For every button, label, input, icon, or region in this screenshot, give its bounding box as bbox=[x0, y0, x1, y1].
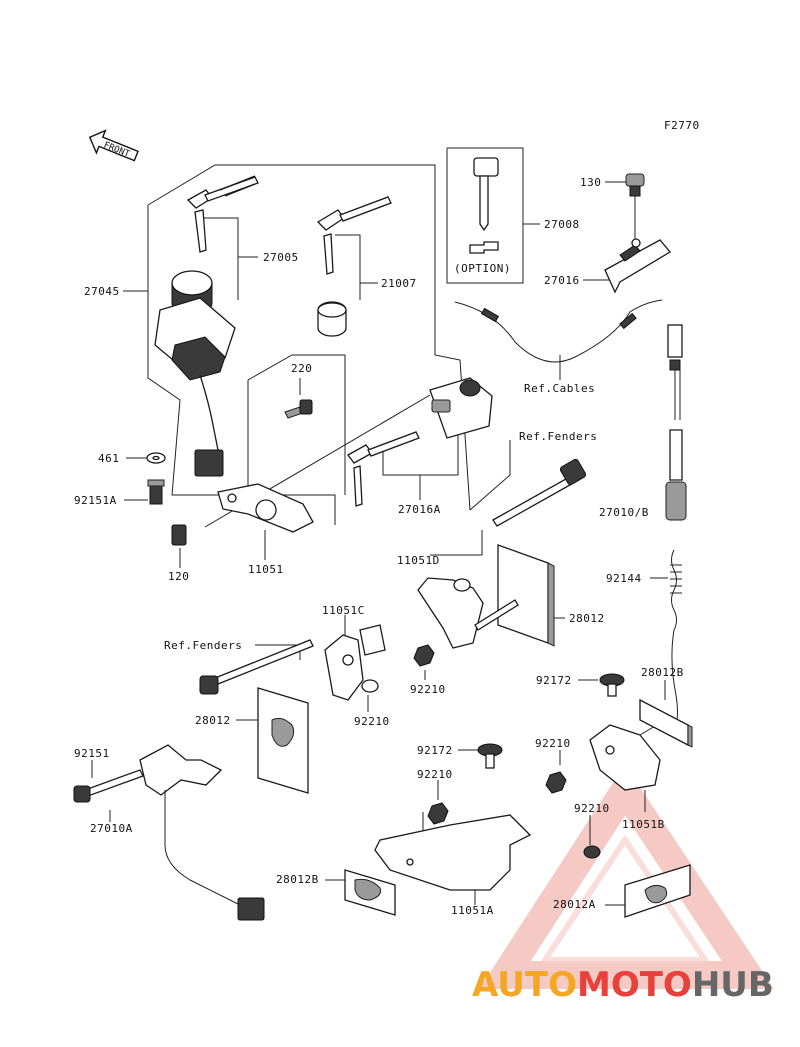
nut-92210-mid-icon bbox=[413, 644, 435, 667]
label-11051d: 11051D bbox=[397, 554, 440, 567]
pad-28012-right-icon bbox=[497, 544, 555, 647]
option-symbol-icon bbox=[469, 241, 499, 254]
long-bolt-left-icon bbox=[199, 639, 314, 695]
label-92144: 92144 bbox=[606, 572, 642, 585]
watermark-text: AUTOMOTOHUB bbox=[472, 965, 774, 1005]
label-11051b: 11051B bbox=[622, 818, 665, 831]
label-28012-right: 28012 bbox=[569, 612, 605, 625]
label-ref-fenders-left: Ref.Fenders bbox=[164, 639, 242, 652]
label-130: 130 bbox=[580, 176, 601, 189]
bracket-11051b-icon bbox=[589, 724, 661, 791]
bolt-220-icon bbox=[284, 399, 313, 419]
bracket-11051d-icon bbox=[417, 577, 484, 649]
washer-92210-left-icon bbox=[361, 679, 379, 693]
label-92210-lowright: 92210 bbox=[574, 802, 610, 815]
pad-28012-left-icon bbox=[257, 687, 309, 794]
label-92151: 92151 bbox=[74, 747, 110, 760]
key-21007-icon bbox=[316, 196, 392, 275]
cable-icon bbox=[454, 299, 663, 363]
pad-28012b-left-icon bbox=[344, 869, 396, 916]
label-ref-cables: Ref.Cables bbox=[524, 382, 595, 395]
label-28012b-right: 28012B bbox=[641, 666, 684, 679]
label-92172-mid: 92172 bbox=[417, 744, 453, 757]
pad-28012a-icon bbox=[624, 864, 691, 918]
label-92210-right: 92210 bbox=[535, 737, 571, 750]
ignition-switch-icon bbox=[154, 270, 236, 477]
bracket-11051a-icon bbox=[374, 814, 532, 891]
stud-icon bbox=[474, 599, 519, 631]
leader-lines bbox=[91, 147, 679, 906]
screw-92172-right-icon bbox=[599, 673, 625, 697]
label-92210-low: 92210 bbox=[417, 768, 453, 781]
label-11051a: 11051A bbox=[451, 904, 494, 917]
spring-92144-icon bbox=[670, 549, 682, 726]
label-27016a: 27016A bbox=[398, 503, 441, 516]
label-461: 461 bbox=[98, 452, 119, 465]
label-92172-right: 92172 bbox=[536, 674, 572, 687]
key-27016a-icon bbox=[347, 431, 420, 507]
key-27008-icon bbox=[473, 157, 499, 232]
bolt-92151-icon bbox=[73, 769, 144, 803]
bracket-11051c-icon bbox=[324, 624, 386, 701]
switch-27010b-icon bbox=[665, 324, 687, 521]
label-28012b-left: 28012B bbox=[276, 873, 319, 886]
key-27005-icon bbox=[186, 175, 259, 253]
label-11051: 11051 bbox=[248, 563, 284, 576]
label-120: 120 bbox=[168, 570, 189, 583]
part-labels: 27005 21007 27008 27045 130 27016 220 Re… bbox=[74, 176, 684, 917]
label-27008: 27008 bbox=[544, 218, 580, 231]
long-bolt-top-icon bbox=[492, 458, 587, 527]
watermark-hub: HUB bbox=[692, 965, 774, 1005]
front-arrow-icon: FRONT bbox=[88, 129, 139, 162]
watermark-auto: AUTO bbox=[472, 965, 577, 1005]
key-cylinder-27016a-icon bbox=[429, 377, 493, 439]
washer-461-icon bbox=[146, 452, 166, 464]
seat-lock-27016-icon bbox=[604, 238, 671, 294]
nut-92210-right-icon bbox=[545, 771, 567, 794]
nut-92210-low-icon bbox=[427, 802, 449, 825]
label-27016: 27016 bbox=[544, 274, 580, 287]
bracket-11051-icon bbox=[217, 483, 314, 533]
bolt-92151a-icon bbox=[147, 479, 165, 505]
label-220: 220 bbox=[291, 362, 312, 375]
label-27005: 27005 bbox=[263, 251, 299, 264]
pad-28012b-right-icon bbox=[639, 698, 693, 748]
label-ref-fenders-top: Ref.Fenders bbox=[519, 430, 597, 443]
label-92210-mid: 92210 bbox=[410, 683, 446, 696]
switch-27010a-icon bbox=[139, 744, 265, 921]
label-92210-left: 92210 bbox=[354, 715, 390, 728]
label-28012a: 28012A bbox=[553, 898, 596, 911]
label-27010b: 27010/B bbox=[599, 506, 649, 519]
label-11051c: 11051C bbox=[322, 604, 365, 617]
screw-120-icon bbox=[171, 524, 187, 546]
bolt-130-icon bbox=[625, 173, 645, 197]
label-21007: 21007 bbox=[381, 277, 417, 290]
label-27045: 27045 bbox=[84, 285, 120, 298]
label-27010a: 27010A bbox=[90, 822, 133, 835]
option-label: (OPTION) bbox=[454, 262, 511, 275]
figure-code: F2770 bbox=[664, 119, 700, 132]
screw-92172-mid-icon bbox=[477, 743, 503, 769]
washer-92210-lowright-icon bbox=[583, 845, 601, 859]
cap-icon bbox=[317, 301, 347, 337]
watermark-moto: MOTO bbox=[577, 965, 692, 1005]
label-28012-left: 28012 bbox=[195, 714, 231, 727]
label-92151a: 92151A bbox=[74, 494, 117, 507]
